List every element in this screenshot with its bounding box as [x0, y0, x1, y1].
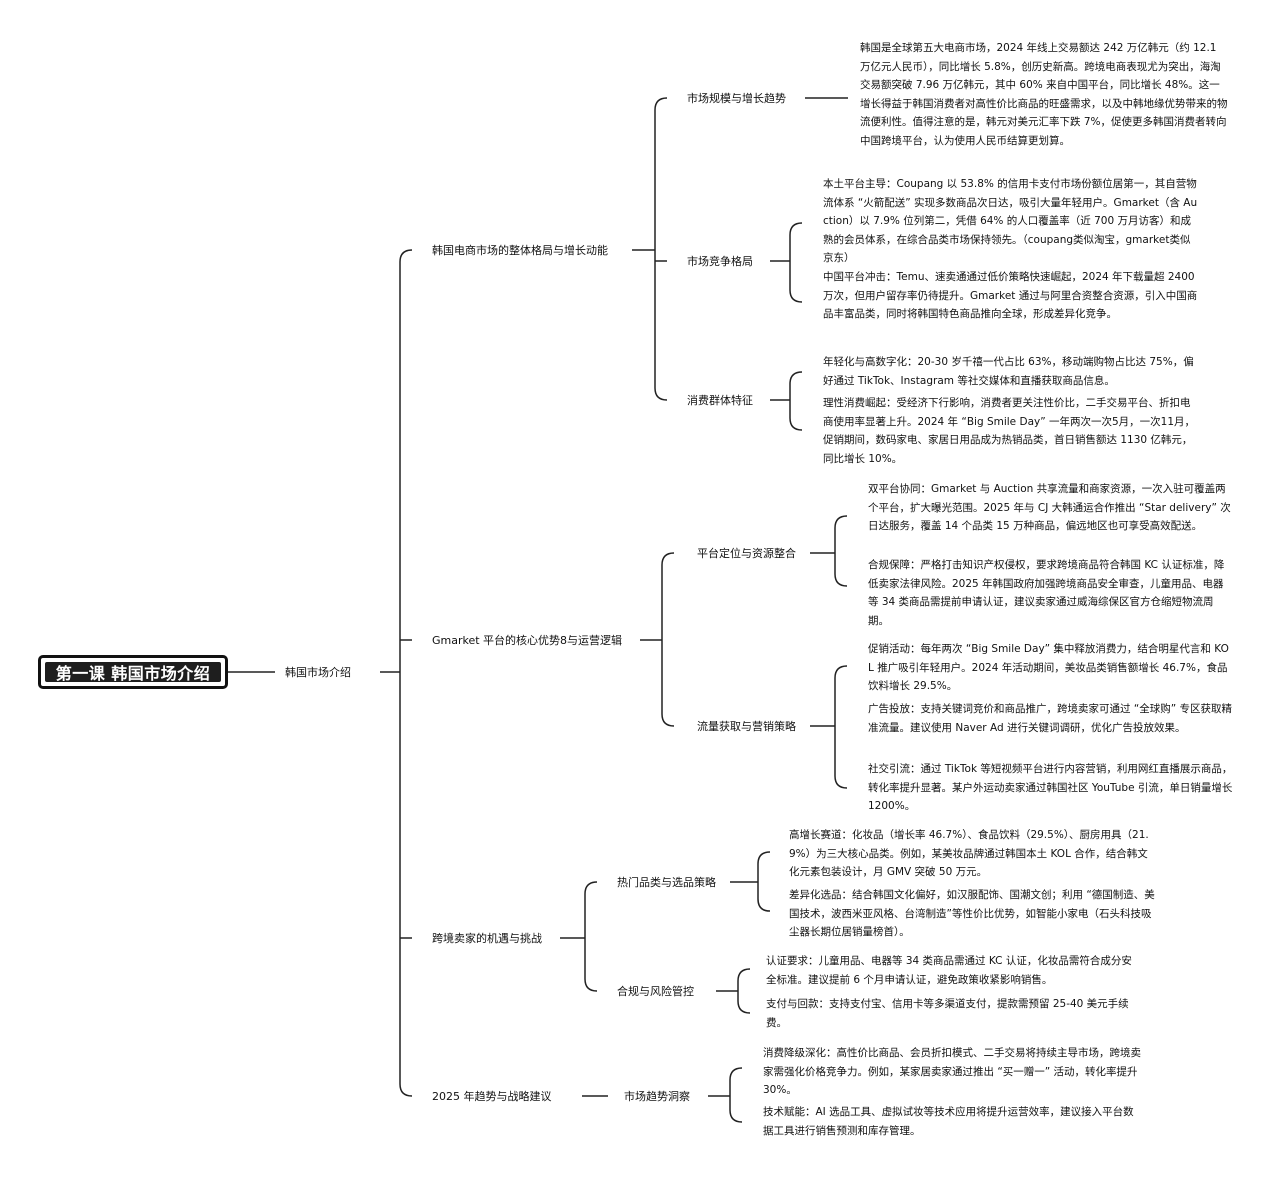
connector-t11-notes — [810, 665, 848, 789]
root-node: 第一课 韩国市场介绍 — [38, 655, 228, 689]
topic-node: 合规与风险管控 — [617, 984, 694, 999]
topic-node: 热门品类与选品策略 — [617, 875, 716, 890]
connector-l1-trunk — [380, 249, 413, 1097]
note-text: 支付与回款：支持支付宝、信用卡等多渠道支付，提款需预留 25-40 美元手续费。 — [766, 995, 1134, 1032]
note-text: 技术赋能：AI 选品工具、虚拟试妆等技术应用将提升运营效率，建议接入平台数据工具… — [763, 1103, 1141, 1140]
root-title: 第一课 韩国市场介绍 — [55, 664, 211, 683]
section-node: Gmarket 平台的核心优势8与运营逻辑 — [432, 633, 623, 648]
connector-t21-notes — [716, 968, 751, 1014]
note-text: 高增长赛道：化妆品（增长率 46.7%）、食品饮料（29.5%）、厨房用具（21… — [789, 826, 1157, 882]
section-node: 跨境卖家的机遇与挑战 — [432, 931, 542, 946]
note-text: 消费降级深化：高性价比商品、会员折扣模式、二手交易将持续主导市场，跨境卖家需强化… — [763, 1044, 1141, 1100]
topic-node: 流量获取与营销策略 — [697, 719, 796, 734]
connector-t30-notes — [708, 1067, 743, 1123]
section-node: 2025 年趋势与战略建议 — [432, 1089, 552, 1104]
note-text: 韩国是全球第五大电商市场，2024 年线上交易额达 242 万亿韩元（约 12.… — [860, 39, 1228, 150]
connector-s2-trunk — [560, 881, 598, 992]
note-text: 差异化选品：结合韩国文化偏好，如汉服配饰、国潮文创；利用 “德国制造、美国技术，… — [789, 886, 1157, 942]
topic-node: 市场规模与增长趋势 — [687, 91, 786, 106]
note-text: 年轻化与高数字化：20-30 岁千禧一代占比 63%，移动端购物占比达 75%，… — [823, 353, 1198, 390]
connector-t01-notes — [770, 222, 803, 303]
topic-node: 消费群体特征 — [687, 393, 753, 408]
level1-node: 韩国市场介绍 — [285, 665, 351, 680]
topic-node: 平台定位与资源整合 — [697, 546, 796, 561]
connector-t10-notes — [810, 515, 848, 587]
note-text: 社交引流：通过 TikTok 等短视频平台进行内容营销，利用网红直播展示商品，转… — [868, 760, 1233, 816]
note-text: 中国平台冲击：Temu、速卖通通过低价策略快速崛起，2024 年下载量超 240… — [823, 268, 1198, 324]
note-text: 本土平台主导：Coupang 以 53.8% 的信用卡支付市场份额位居第一，其自… — [823, 175, 1198, 268]
section-node: 韩国电商市场的整体格局与增长动能 — [432, 243, 608, 258]
connector-s1-trunk — [640, 552, 675, 727]
note-text: 合规保障：严格打击知识产权侵权，要求跨境商品符合韩国 KC 认证标准，降低卖家法… — [868, 556, 1233, 630]
topic-node: 市场趋势洞察 — [624, 1089, 690, 1104]
note-text: 认证要求：儿童用品、电器等 34 类商品需通过 KC 认证，化妆品需符合成分安全… — [766, 952, 1134, 989]
note-text: 双平台协同：Gmarket 与 Auction 共享流量和商家资源，一次入驻可覆… — [868, 480, 1233, 536]
connector-t02-notes — [770, 371, 803, 431]
topic-node: 市场竞争格局 — [687, 254, 753, 269]
note-text: 广告投放：支持关键词竞价和商品推广，跨境卖家可通过 “全球购” 专区获取精准流量… — [868, 700, 1233, 737]
connector-t20-notes — [730, 851, 771, 912]
connector-s0-trunk — [632, 97, 668, 401]
note-text: 理性消费崛起：受经济下行影响，消费者更关注性价比，二手交易平台、折扣电商使用率显… — [823, 394, 1198, 468]
note-text: 促销活动：每年两次 “Big Smile Day” 集中释放消费力，结合明星代言… — [868, 640, 1233, 696]
